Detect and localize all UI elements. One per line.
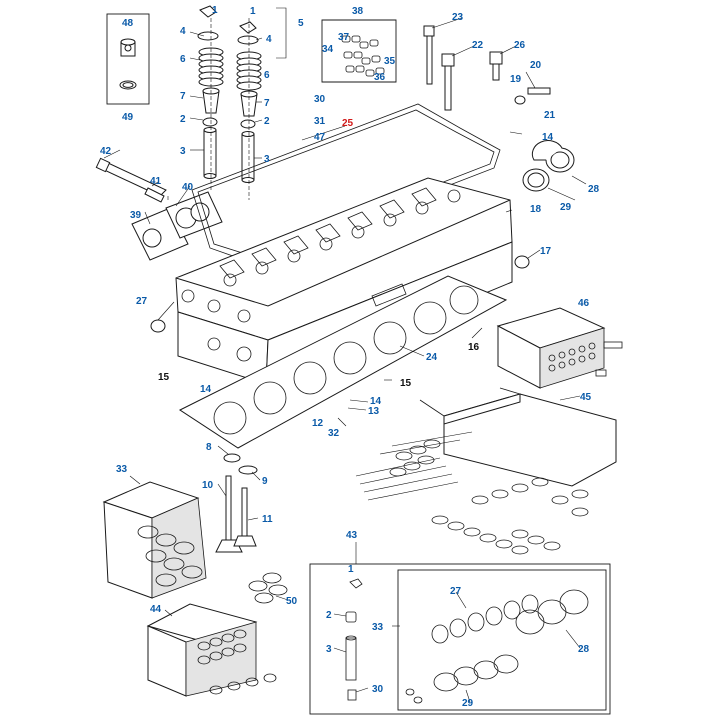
callout-7: 7: [264, 98, 270, 109]
callout-1: 1: [348, 564, 354, 575]
callout-3: 3: [264, 154, 270, 165]
callout-4: 4: [266, 34, 272, 45]
callout-1: 1: [212, 5, 218, 16]
callout-14: 14: [370, 396, 382, 407]
callout-40: 40: [182, 182, 194, 193]
callout-19: 19: [510, 74, 522, 85]
callout-5: 5: [298, 18, 304, 29]
callout-24: 24: [426, 352, 438, 363]
callout-47: 47: [314, 132, 326, 143]
kit-box-43: [309, 563, 611, 715]
callout-21: 21: [544, 110, 556, 121]
callout-22: 22: [472, 40, 484, 51]
callout-14: 14: [542, 132, 554, 143]
bearings-upper-28-29: [522, 140, 575, 192]
callout-2: 2: [180, 114, 186, 125]
callout-43: 43: [346, 530, 358, 541]
kit-box-45: [355, 387, 617, 555]
callout-14: 14: [200, 384, 212, 395]
callout-28: 28: [578, 644, 590, 655]
cover-plates-39-40: [131, 191, 223, 261]
callout-8: 8: [206, 442, 212, 453]
callout-34: 34: [322, 44, 334, 55]
kit-box-44: [146, 603, 277, 697]
callout-4: 4: [180, 26, 186, 37]
callout-12: 12: [312, 418, 324, 429]
callout-26: 26: [514, 40, 526, 51]
callout-1: 1: [250, 6, 256, 17]
callout-6: 6: [180, 54, 186, 65]
callout-16: 16: [468, 342, 480, 353]
callout-6: 6: [264, 70, 270, 81]
callout-27: 27: [136, 296, 148, 307]
callout-31: 31: [314, 116, 326, 127]
callout-17: 17: [540, 246, 552, 257]
callout-3: 3: [180, 146, 186, 157]
plug-27: [150, 319, 166, 333]
callout-2: 2: [264, 116, 270, 127]
callout-50: 50: [286, 596, 298, 607]
callout-30: 30: [372, 684, 384, 695]
callout-36: 36: [374, 72, 386, 83]
valves-8-11: [215, 453, 258, 553]
callout-39: 39: [130, 210, 142, 221]
callout-28: 28: [588, 184, 600, 195]
callout-27: 27: [450, 586, 462, 597]
leader-lines: [103, 17, 587, 703]
callout-29: 29: [560, 202, 572, 213]
kit-box-38: [321, 19, 397, 83]
callout-7: 7: [180, 91, 186, 102]
callout-13: 13: [368, 406, 380, 417]
callout-23: 23: [452, 12, 464, 23]
callout-37: 37: [338, 32, 350, 43]
callout-18: 18: [530, 204, 542, 215]
callout-11: 11: [262, 514, 273, 525]
callout-2: 2: [326, 610, 332, 621]
callout-3: 3: [326, 644, 332, 655]
callout-9: 9: [262, 476, 268, 487]
valve-spring-assembly-right: [236, 7, 287, 200]
callout-32: 32: [328, 428, 340, 439]
callout-45: 45: [580, 392, 592, 403]
callout-20: 20: [530, 60, 542, 71]
valve-spring-assembly-left: [197, 5, 224, 190]
callout-15: 15: [400, 378, 412, 389]
seals-50: [248, 572, 288, 604]
head-gasket: [178, 275, 508, 449]
callout-labels: 48 49 1 4 6 7 2 3 1 4 5 6 7 2 3 38 37 34…: [100, 5, 600, 709]
callout-35: 35: [384, 56, 396, 67]
bolts-top-right: [423, 25, 551, 111]
cam-cover-gasket: [191, 103, 501, 263]
callout-15: 15: [158, 372, 170, 383]
callout-44: 44: [150, 604, 162, 615]
callout-29: 29: [462, 698, 474, 709]
bolt-42-dowel-41: [95, 157, 167, 203]
kit-box-33: [102, 481, 207, 599]
callout-41: 41: [150, 176, 162, 187]
plug-17: [514, 255, 530, 269]
callout-10: 10: [202, 480, 214, 491]
callout-25: 25: [342, 118, 354, 129]
callout-42: 42: [100, 146, 112, 157]
callout-48: 48: [122, 18, 134, 29]
kit-box-46: [496, 307, 623, 389]
callout-38: 38: [352, 6, 364, 17]
callout-30: 30: [314, 94, 326, 105]
callout-33: 33: [116, 464, 128, 475]
callout-46: 46: [578, 298, 590, 309]
kit-box-48-49: [106, 13, 150, 105]
callout-49: 49: [122, 112, 134, 123]
callout-33: 33: [372, 622, 384, 633]
